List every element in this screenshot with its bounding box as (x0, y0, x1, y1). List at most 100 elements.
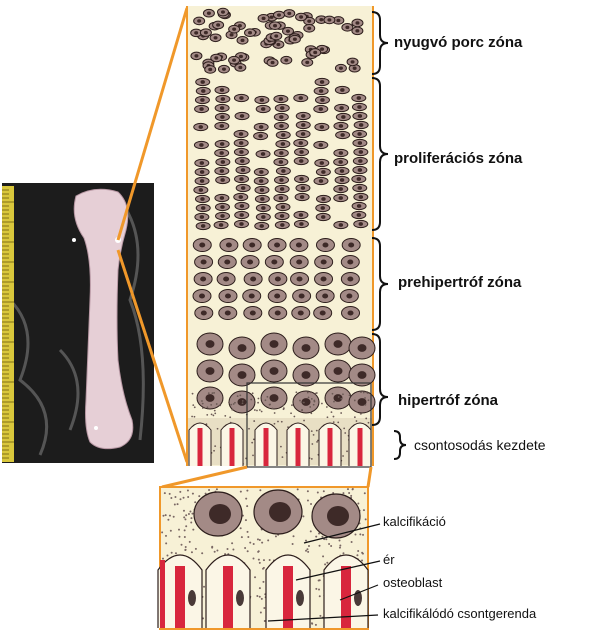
cell-nucleus (301, 114, 305, 118)
matrix-dot (337, 421, 339, 423)
detail-matrix-dot (162, 558, 164, 560)
detail-matrix-dot (203, 586, 205, 588)
cell-nucleus (248, 31, 252, 34)
detail-matrix-dot (161, 531, 163, 533)
cell-nucleus (319, 179, 323, 183)
detail-matrix-dot (246, 505, 248, 507)
detail-osteoblast (296, 590, 304, 606)
cell-nucleus (225, 293, 231, 298)
matrix-dot (230, 404, 232, 406)
detail-matrix-dot (216, 549, 218, 551)
cell-nucleus (334, 340, 343, 348)
cell-nucleus (301, 132, 305, 136)
zoom-connector-line (368, 467, 371, 487)
cell-nucleus (355, 29, 359, 32)
cell-nucleus (287, 12, 291, 15)
detail-matrix-dot (175, 552, 177, 554)
matrix-dot (242, 402, 244, 404)
zone-label-proliferacios: proliferációs zóna (394, 150, 522, 167)
cell-nucleus (320, 47, 324, 50)
detail-matrix-dot (328, 543, 330, 545)
detail-matrix-dot (339, 545, 341, 547)
cell-nucleus (259, 170, 263, 174)
cell-nucleus (299, 177, 303, 181)
cell-nucleus (220, 196, 224, 200)
cell-nucleus (201, 89, 205, 93)
cell-nucleus (232, 27, 236, 30)
cell-nucleus (279, 97, 283, 101)
matrix-dot (208, 392, 210, 394)
cell-nucleus (241, 186, 245, 190)
matrix-dot (194, 406, 196, 408)
cell-nucleus (270, 394, 279, 402)
matrix-dot (365, 404, 367, 406)
detail-matrix-dot (231, 542, 233, 544)
matrix-dot (192, 404, 194, 406)
matrix-dot (342, 455, 344, 457)
detail-matrix-dot (318, 588, 320, 590)
detail-matrix-dot (363, 509, 365, 511)
cell-nucleus (238, 371, 247, 379)
detail-matrix-dot (307, 499, 309, 501)
cell-nucleus (357, 105, 361, 109)
cell-nucleus (299, 141, 303, 145)
detail-matrix-dot (177, 503, 179, 505)
cell-nucleus (232, 58, 236, 61)
detail-matrix-dot (170, 497, 172, 499)
cell-nucleus (299, 213, 303, 217)
cell-nucleus (223, 276, 229, 281)
detail-matrix-dot (263, 567, 265, 569)
cell-nucleus (220, 115, 224, 119)
cell-nucleus (270, 340, 279, 348)
matrix-dot (313, 399, 315, 401)
detail-matrix-dot (216, 488, 218, 490)
cell-nucleus (320, 125, 324, 129)
detail-matrix-dot (166, 555, 168, 557)
cell-nucleus (321, 276, 327, 281)
cell-nucleus (302, 344, 311, 352)
cell-nucleus (279, 178, 283, 182)
matrix-dot (365, 391, 367, 393)
detail-matrix-dot (305, 550, 307, 552)
cell-nucleus (249, 293, 255, 298)
cell-nucleus (276, 43, 280, 46)
detail-matrix-dot (190, 522, 192, 524)
matrix-dot (234, 402, 236, 404)
cell-nucleus (239, 55, 243, 58)
detail-label-er: ér (383, 552, 395, 567)
detail-matrix-dot (262, 581, 264, 583)
detail-matrix-dot (352, 488, 354, 490)
detail-matrix-dot (263, 607, 265, 609)
cell-nucleus (216, 23, 220, 26)
cell-nucleus (199, 242, 205, 247)
cell-nucleus (336, 19, 340, 22)
cell-nucleus (279, 196, 283, 200)
detail-matrix-dot (195, 548, 197, 550)
cell-nucleus (274, 242, 280, 247)
matrix-dot (308, 396, 310, 398)
detail-matrix-dot (191, 513, 193, 515)
blood-vessel (358, 428, 363, 466)
detail-matrix-dot (167, 519, 169, 521)
matrix-dot (211, 413, 213, 415)
detail-osteoblast (236, 590, 244, 606)
cell-nucleus (274, 34, 278, 37)
matrix-dot (212, 415, 214, 417)
cell-nucleus (250, 310, 256, 315)
cell-nucleus (319, 143, 323, 147)
brace-nyugvo (372, 12, 388, 74)
cell-nucleus (321, 197, 325, 201)
detail-matrix-dot (339, 547, 341, 549)
cell-nucleus (239, 141, 243, 145)
detail-matrix-dot (165, 535, 167, 537)
cell-nucleus (200, 179, 204, 183)
cell-nucleus (281, 142, 285, 146)
cell-nucleus (200, 98, 204, 102)
cell-nucleus (357, 132, 361, 136)
cell-nucleus (351, 60, 355, 63)
detail-matrix-dot (275, 535, 277, 537)
cell-nucleus (200, 170, 204, 174)
cell-nucleus (199, 143, 203, 147)
detail-matrix-dot (247, 531, 249, 533)
